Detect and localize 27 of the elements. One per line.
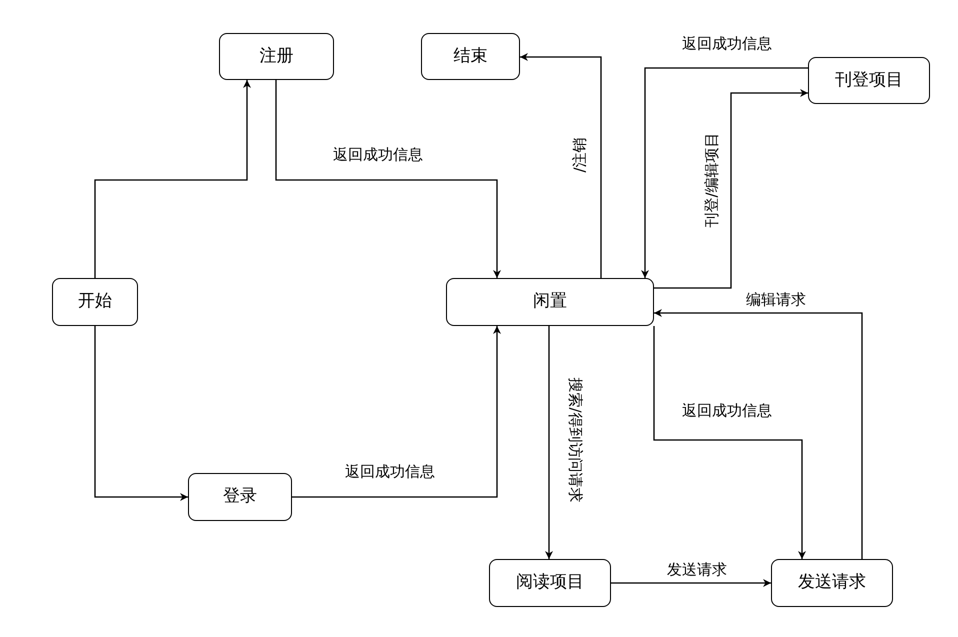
arrow bbox=[654, 309, 863, 559]
edge-label: 返回成功信息 bbox=[331, 146, 425, 164]
arrow bbox=[654, 89, 808, 289]
arrow bbox=[641, 67, 808, 278]
arrow bbox=[545, 326, 553, 559]
state-box: 开始 bbox=[52, 278, 138, 326]
edge-label: /注销 bbox=[570, 135, 590, 175]
arrow bbox=[275, 80, 501, 278]
state-box: 登录 bbox=[188, 473, 292, 521]
edge-label: 搜索/得到访问请求 bbox=[566, 375, 584, 505]
state-box: 注册 bbox=[219, 33, 334, 80]
arrow bbox=[611, 579, 771, 587]
edge-label: 返回成功信息 bbox=[680, 34, 774, 54]
arrow bbox=[292, 326, 501, 498]
arrow bbox=[653, 326, 806, 559]
arrow bbox=[94, 80, 251, 278]
state-box: 刊登项目 bbox=[808, 57, 930, 104]
state-box: 阅读项目 bbox=[489, 559, 611, 607]
arrow bbox=[520, 53, 602, 278]
arrow bbox=[94, 326, 188, 501]
edge-label: 发送请求 bbox=[665, 560, 729, 580]
state-box: 闲置 bbox=[446, 278, 654, 326]
edge-label: 返回成功信息 bbox=[680, 402, 774, 420]
edge-label: 返回成功信息 bbox=[343, 462, 437, 482]
state-box: 发送请求 bbox=[771, 559, 893, 607]
state-box: 结束 bbox=[421, 33, 520, 80]
edge-label: 编辑请求 bbox=[744, 290, 808, 310]
